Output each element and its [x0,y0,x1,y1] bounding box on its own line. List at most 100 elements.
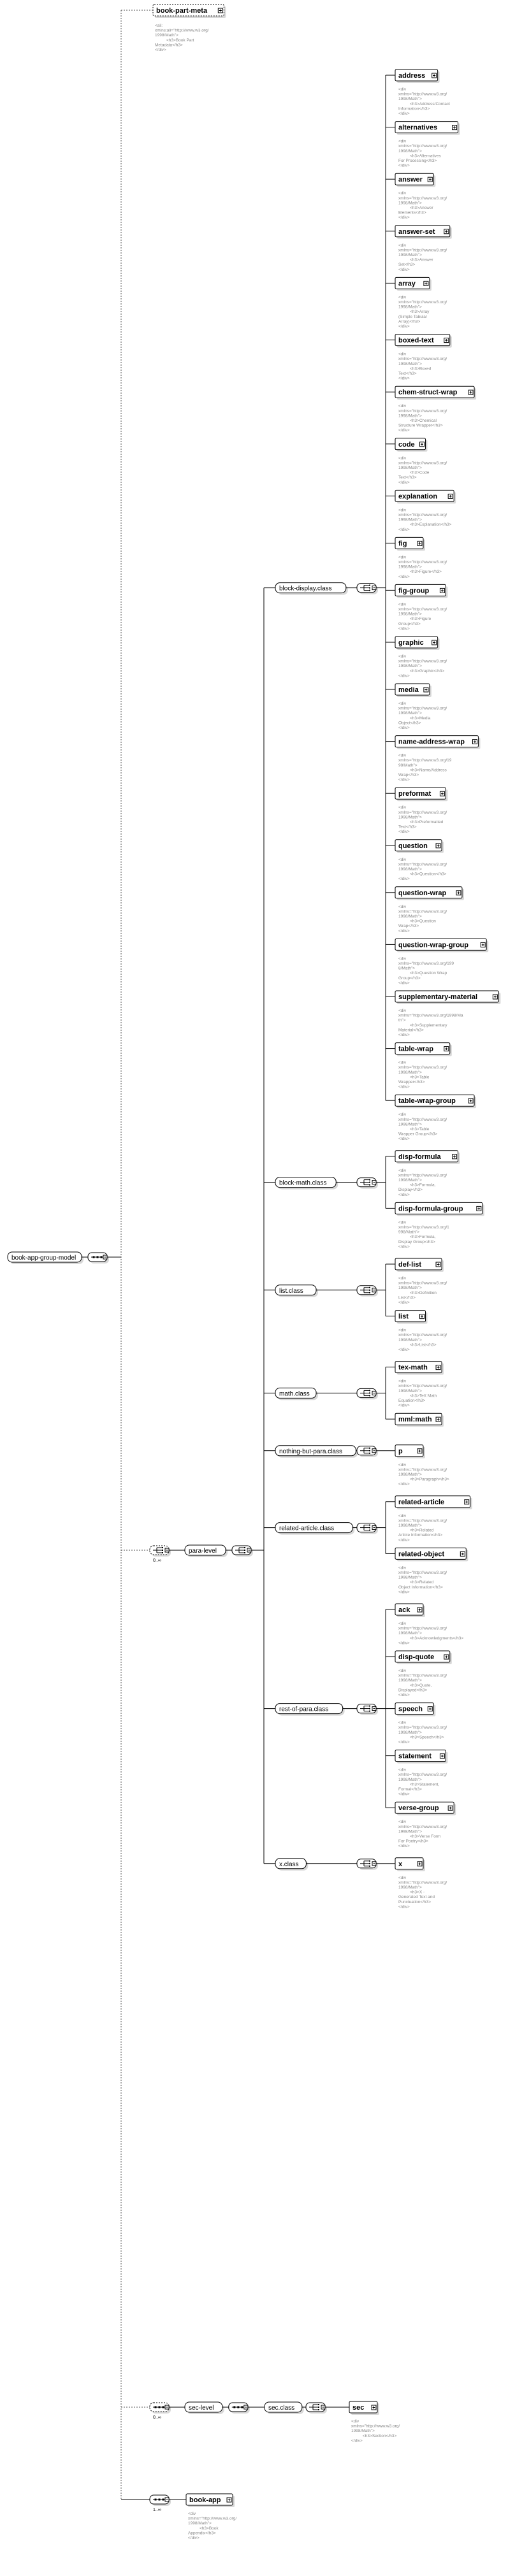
element-related-object[interactable]: related-object [395,1547,468,1562]
element-box [395,1547,467,1560]
element-code[interactable]: code [395,438,428,452]
element-label: related-article [398,1499,444,1506]
element-answer-set[interactable]: answer-set [395,225,452,239]
element-related-article[interactable]: related-article [395,1495,472,1509]
element-sec[interactable]: sec [349,2401,379,2415]
group-math-class[interactable]: math.class [275,1387,318,1400]
element-book-app[interactable]: book-app [185,2493,235,2507]
group-sec-level[interactable]: sec-level [184,2401,224,2414]
element-box [395,1650,451,1663]
group-label: para-level [189,1548,217,1555]
element-label: disp-quote [398,1653,434,1661]
element-label: mml:math [398,1416,432,1423]
element-label: disp-formula [398,1153,441,1161]
choice-nothing-but-para-class[interactable] [356,1446,378,1457]
element-table-wrap[interactable]: table-wrap [395,1042,452,1056]
para-level-inner-choice[interactable] [231,1545,253,1557]
element-def-list[interactable]: def-list [395,1258,444,1272]
group-x-class[interactable]: x.class [275,1858,308,1871]
element-explanation[interactable]: explanation [395,489,456,504]
element-alternatives[interactable]: alternatives [395,121,460,135]
element-label: p [398,1448,403,1455]
element-label: table-wrap-group [398,1097,456,1105]
element-array[interactable]: array [395,277,432,291]
element-question-wrap-group[interactable]: question-wrap-group [395,938,489,953]
element-box [395,1495,471,1508]
para-level-choice-compositor[interactable] [149,1545,171,1557]
element-label: name-address-wrap [398,738,465,746]
element-supplementary-material[interactable]: supplementary-material [395,990,501,1004]
choice-block-math-class[interactable] [356,1177,378,1189]
element-book-part-meta[interactable]: book-part-meta [152,4,226,18]
element-p[interactable]: p [395,1444,425,1458]
group-block-math-class[interactable]: block-math.class [275,1177,338,1190]
element-x[interactable]: x [395,1857,425,1871]
choice-list-class[interactable] [356,1285,378,1297]
choice-block-display-class[interactable] [356,583,378,594]
element-ack[interactable]: ack [395,1603,425,1617]
element-label: media [398,686,419,694]
choice-related-article-class[interactable] [356,1523,378,1534]
element-box [395,1310,426,1323]
element-statement[interactable]: statement [395,1750,448,1764]
element-table-wrap-group[interactable]: table-wrap-group [395,1094,477,1109]
choice-rest-of-para-class[interactable] [356,1704,378,1715]
group-nothing-but-para-class[interactable]: nothing-but-para.class [275,1445,358,1458]
doc-book-part-meta: <ali:xmlns:ali="http://www.w3.org/1998/M… [155,24,209,52]
sec-class-choice-compositor[interactable] [305,2402,327,2414]
choice-math-class[interactable] [356,1388,378,1400]
element-question-wrap[interactable]: question-wrap [395,886,464,900]
element-boxed-text[interactable]: boxed-text [395,334,452,348]
root-sequence-compositor[interactable] [87,1252,109,1263]
element-media[interactable]: media [395,683,432,697]
element-label: array [398,280,416,287]
element-answer[interactable]: answer [395,173,436,187]
element-disp-quote[interactable]: disp-quote [395,1650,452,1664]
group-para-level[interactable]: para-level [184,1544,228,1557]
element-chem-struct-wrap[interactable]: chem-struct-wrap [395,385,477,400]
element-fig[interactable]: fig [395,536,425,551]
element-verse-group[interactable]: verse-group [395,1801,456,1816]
element-box [395,536,424,549]
element-label: table-wrap [398,1046,433,1053]
group-rest-of-para-class[interactable]: rest-of-para.class [275,1703,345,1716]
sec-level-inner-sequence[interactable] [228,2402,250,2414]
element-box [349,2401,378,2414]
group-block-display-class[interactable]: block-display.class [275,582,348,595]
element-question[interactable]: question [395,839,444,853]
element-address[interactable]: address [395,69,440,83]
group-related-article-class[interactable]: related-article.class [275,1522,355,1535]
element-tex-math[interactable]: tex-math [395,1361,444,1375]
element-disp-formula[interactable]: disp-formula [395,1150,460,1164]
element-preformat[interactable]: preformat [395,787,448,802]
element-label: answer-set [398,228,435,236]
element-name-address-wrap[interactable]: name-address-wrap [395,735,481,749]
group-label: block-display.class [279,586,332,593]
book-app-sequence-compositor[interactable] [149,2494,171,2506]
element-label: statement [398,1753,432,1760]
element-mml-math[interactable]: mml:math [395,1413,444,1427]
element-box [395,1702,434,1715]
root-group-book-app-group-model[interactable]: book-app-group-model [7,1251,83,1264]
element-fig-group[interactable]: fig-group [395,584,448,598]
element-speech[interactable]: speech [395,1702,436,1716]
element-list[interactable]: list [395,1310,428,1324]
sec-level-sequence-compositor[interactable] [149,2402,171,2414]
group-sec-class[interactable]: sec.class [264,2401,304,2414]
element-graphic[interactable]: graphic [395,636,440,650]
choice-x-class[interactable] [356,1859,378,1870]
element-label: explanation [398,493,437,500]
element-label: question-wrap-group [398,941,468,949]
group-list-class[interactable]: list.class [275,1284,318,1297]
element-disp-formula-group[interactable]: disp-formula-group [395,1202,484,1216]
